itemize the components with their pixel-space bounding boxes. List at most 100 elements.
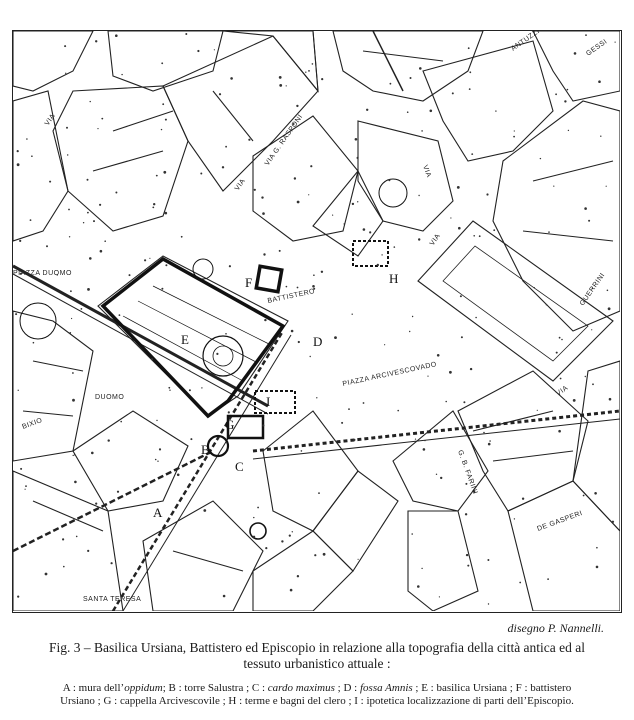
building-block [407,510,479,611]
survey-dot [362,402,365,404]
label-via-4: VIA [555,385,569,398]
survey-dot [289,588,293,592]
survey-dot [74,480,77,484]
survey-dot [458,226,461,230]
survey-dot [104,240,106,242]
survey-dot [422,448,426,451]
survey-dot [252,535,256,538]
survey-dot [218,93,222,96]
letter-f: F [245,275,252,290]
survey-dot [487,603,490,605]
survey-dot [163,170,167,174]
survey-dot [486,193,489,196]
inner-court [442,245,589,362]
building-block [162,35,319,192]
survey-dot [369,231,372,234]
survey-dot [248,138,251,141]
survey-dot [190,438,193,441]
survey-dot [495,110,497,112]
survey-dot [469,71,472,74]
survey-dot [87,288,90,291]
survey-dot [472,490,476,493]
label-santa-teresa: SANTA TERESA [83,596,141,603]
survey-dot [356,156,359,159]
label-via-guerrini: GUERRINI [579,272,607,307]
survey-dot [449,370,452,374]
survey-dot [281,540,284,543]
survey-dot [107,439,110,442]
survey-dot [115,34,118,37]
survey-dot [80,308,83,310]
survey-dot [74,453,76,456]
survey-dot [292,123,295,125]
label-via-gasperi: DE GASPERI [536,510,583,533]
survey-dot [588,219,591,222]
survey-dot [257,506,259,509]
letter-g: G [225,417,234,432]
survey-dot [513,135,515,138]
survey-dot [332,214,334,216]
survey-dot [519,581,522,584]
survey-dot [521,497,525,500]
survey-dot [414,438,417,440]
survey-dot [381,254,383,256]
survey-dot [592,383,594,386]
survey-dot [65,72,67,74]
survey-dot [376,263,379,267]
survey-dot [478,235,481,238]
survey-dot [424,440,426,442]
survey-dot [101,117,104,120]
survey-dot [99,203,102,206]
rotunda [192,258,214,280]
survey-dot [67,154,69,156]
survey-dot [44,572,48,576]
survey-dot [89,257,92,260]
survey-dot [89,100,91,103]
building-block [252,530,354,611]
survey-dot [473,235,476,237]
label-via-antuzzi: ANTUZZI [510,31,541,53]
survey-dot [161,287,164,290]
survey-dot [116,490,120,493]
survey-dot [154,458,157,461]
battistero-ursiano [254,264,284,294]
dome [202,335,244,377]
building-block [572,360,620,532]
survey-dot [591,329,593,331]
survey-dot [548,231,550,233]
survey-dot [598,80,601,83]
survey-dot [222,594,226,598]
survey-dot [591,287,593,289]
drawing-credit: disegno P. Nannelli. [507,621,604,635]
survey-dot [468,88,471,90]
label-via-rasponi: VIA G. RASPONI [264,113,305,167]
building-block [72,410,189,512]
survey-dot [429,109,433,113]
survey-dot [388,179,391,182]
survey-dot [419,67,422,70]
survey-dot [264,318,267,322]
survey-dot [185,33,188,35]
survey-dot [321,78,324,81]
survey-dot [353,438,356,442]
figure-legend: A : mura dell’oppidum; B : torre Salustr… [46,682,588,708]
letter-i: I [266,394,270,409]
survey-dot [584,207,587,210]
building-block [312,470,399,572]
survey-dot [322,552,326,556]
survey-dot [594,492,597,495]
survey-dot [26,138,28,140]
letter-d: D [313,334,322,349]
survey-dot [63,565,65,568]
survey-dot [161,62,164,65]
survey-dot [95,40,98,43]
building-block [13,31,94,92]
survey-dot [75,535,78,538]
survey-dot [559,377,562,380]
survey-dot [70,290,72,293]
survey-dot [312,285,315,288]
survey-dot [314,554,317,557]
letter-a: A [153,505,163,520]
survey-dot [290,329,294,333]
survey-dot [115,191,118,194]
